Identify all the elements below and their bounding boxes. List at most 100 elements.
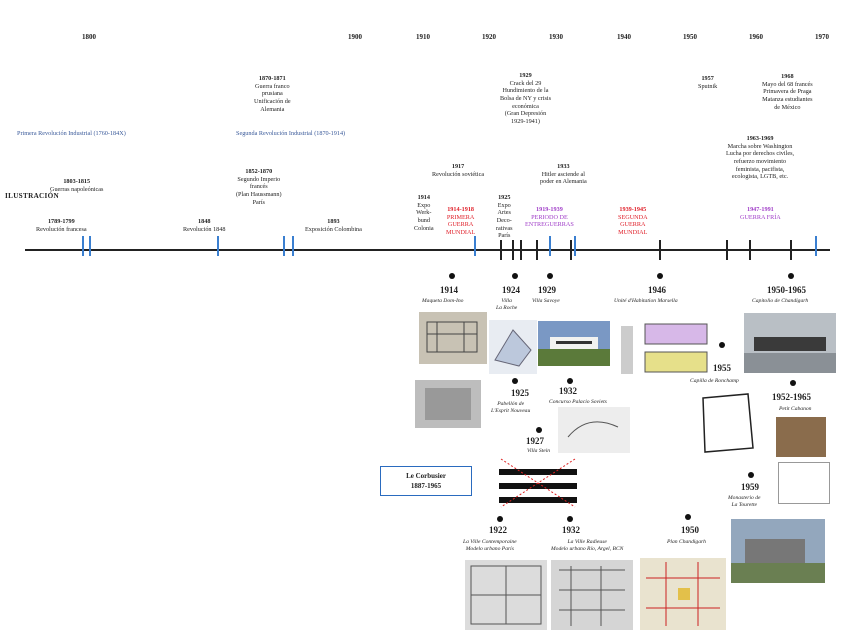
- ville-contemporaine-image: [465, 560, 547, 630]
- work-caption: Villa Savoye: [532, 298, 560, 304]
- work-caption: Pabellón de L'Esprit Nouveau: [491, 401, 531, 414]
- timeline-axis: [25, 249, 830, 251]
- tick-1932: [570, 240, 572, 260]
- tick-1970: [815, 236, 817, 256]
- cabanon-plan-image: [778, 462, 830, 504]
- tick-1929: [549, 236, 551, 256]
- year-label-1950: 1950: [683, 33, 697, 41]
- work-year: 1914: [440, 285, 458, 295]
- tick-1924: [512, 240, 514, 260]
- work-dot: [719, 342, 725, 348]
- tick-1799: [89, 236, 91, 256]
- villa-stein-image: [497, 455, 579, 511]
- tick-1789: [82, 236, 84, 256]
- work-year: 1932: [562, 525, 580, 535]
- work-caption: Concurso Palacio Soviets: [549, 399, 607, 405]
- work-dot: [790, 380, 796, 386]
- year-label-1800: 1800: [82, 33, 96, 41]
- work-dot: [512, 273, 518, 279]
- work-caption: Capilla de Ronchamp: [690, 378, 739, 384]
- work-caption: Unité d'Habitation Marsella: [614, 298, 678, 304]
- work-caption: Maqueta Dom-Ino: [422, 298, 464, 304]
- work-dot: [685, 514, 691, 520]
- tick-1933: [574, 236, 576, 256]
- tick-1946: [659, 240, 661, 260]
- ville-radieuse-image: [551, 560, 633, 630]
- year-label-1940: 1940: [617, 33, 631, 41]
- work-dot: [512, 378, 518, 384]
- unite-habitation-image: [617, 318, 712, 378]
- le-corbusier-dates: 1887-1965: [410, 482, 442, 490]
- work-year: 1950: [681, 525, 699, 535]
- work-dot: [567, 516, 573, 522]
- work-year: 1932: [559, 386, 577, 396]
- work-caption: Monasterio de La Tourette: [728, 495, 761, 508]
- tick-1922: [500, 240, 502, 260]
- work-year: 1952-1965: [772, 392, 811, 402]
- ronchamp-image: [693, 388, 763, 460]
- work-caption: La Ville Radieuse Modelo urbano Río, Arg…: [551, 539, 624, 552]
- work-dot: [497, 516, 503, 522]
- work-caption: Villa La Roche: [496, 298, 518, 311]
- event-first-industrial-revolution: Primera Revolución Industrial (1760-184X…: [17, 130, 126, 137]
- tick-1965: [790, 240, 792, 260]
- work-year: 1922: [489, 525, 507, 535]
- villa-la-roche-image: [489, 320, 537, 374]
- work-caption: Capitolio de Chandigarh: [752, 298, 809, 304]
- work-year: 1924: [502, 285, 520, 295]
- year-label-1910: 1910: [416, 33, 430, 41]
- work-dot: [547, 273, 553, 279]
- tick-1870: [292, 236, 294, 256]
- work-year: 1925: [511, 388, 529, 398]
- event-second-industrial-revolution: Segunda Revolución Industrial (1870-1914…: [236, 130, 346, 137]
- petit-cabanon-image: [776, 417, 826, 457]
- work-year: 1959: [741, 482, 759, 492]
- tick-1852: [283, 236, 285, 256]
- year-label-1930: 1930: [549, 33, 563, 41]
- tick-1918: [474, 236, 476, 256]
- tick-1927: [536, 240, 538, 260]
- la-tourette-image: [731, 519, 825, 583]
- work-dot: [536, 427, 542, 433]
- le-corbusier-name: Le Corbusier: [406, 472, 446, 480]
- tick-1848: [217, 236, 219, 256]
- work-caption: Villa Stein: [527, 448, 551, 454]
- work-caption: La Ville Contemporaine Modelo urbano Par…: [463, 539, 517, 552]
- work-dot: [788, 273, 794, 279]
- work-year: 1946: [648, 285, 666, 295]
- tick-1955: [726, 240, 728, 260]
- work-dot: [657, 273, 663, 279]
- plan-chandigarh-image: [640, 558, 726, 630]
- year-label-1960: 1960: [749, 33, 763, 41]
- work-caption: Plan Chandigarh: [667, 539, 706, 545]
- esprit-nouveau-image: [415, 380, 481, 428]
- year-label-1900: 1900: [348, 33, 362, 41]
- work-dot: [748, 472, 754, 478]
- tick-1925: [520, 240, 522, 260]
- palacio-soviets-image: [558, 407, 630, 453]
- year-label-1970: 1970: [815, 33, 829, 41]
- work-dot: [449, 273, 455, 279]
- work-dot: [567, 378, 573, 384]
- work-year: 1955: [713, 363, 731, 373]
- work-year: 1950-1965: [767, 285, 806, 295]
- ilustracion-label: ILUSTRACIÓN: [5, 192, 60, 200]
- dom-ino-image: [419, 312, 487, 364]
